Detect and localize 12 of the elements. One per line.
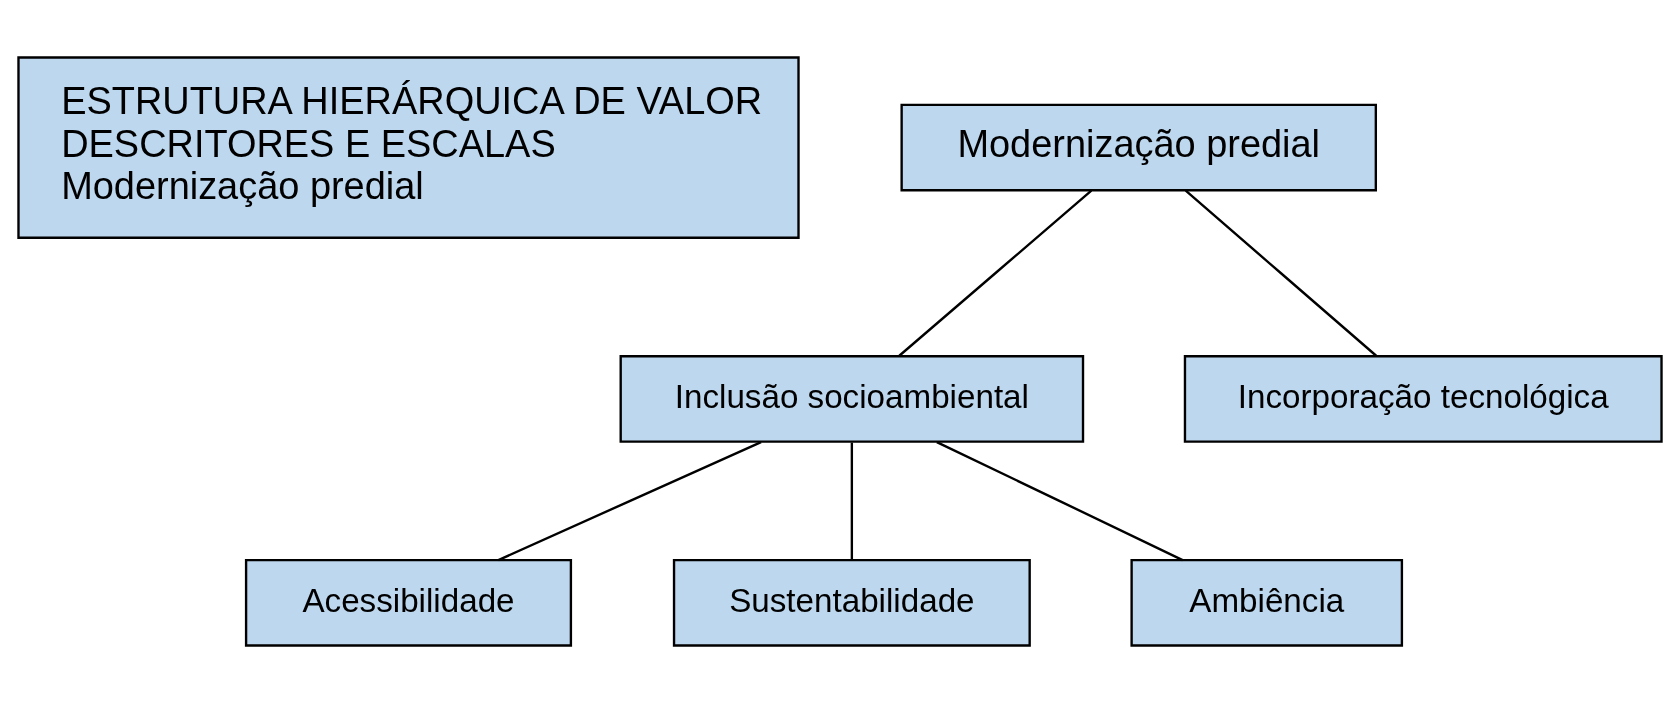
node-box: Modernização predial: [899, 103, 1377, 191]
connector: [497, 440, 762, 561]
connector: [935, 440, 1183, 561]
node-box: ESTRUTURA HIERÁRQUICA DE VALOR DESCRITORES E ESCALAS Modernização predial: [16, 55, 800, 239]
node-box: Incorporação tecnológica: [1183, 354, 1663, 443]
connector: [1184, 189, 1377, 357]
node-box: Sustentabilidade: [672, 558, 1031, 647]
connector: [850, 442, 853, 560]
connector: [898, 189, 1092, 357]
node-box: Acessibilidade: [244, 558, 572, 647]
node-box: Ambiência: [1129, 558, 1403, 647]
node-box: Inclusão socioambiental: [619, 354, 1084, 443]
